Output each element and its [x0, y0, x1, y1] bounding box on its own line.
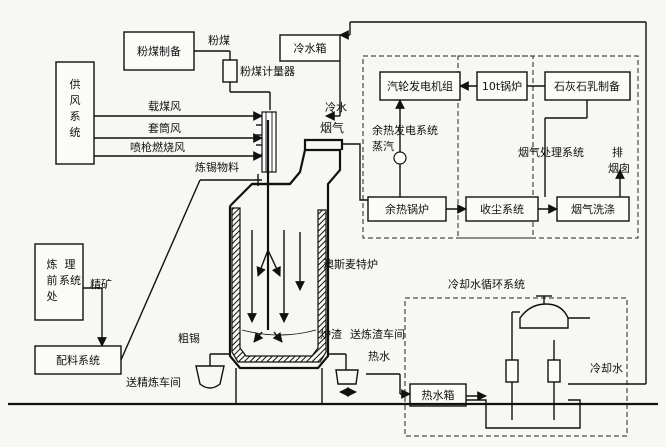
- svg-text:系统: 系统: [59, 274, 81, 287]
- cooling-water-circuit: [339, 21, 647, 429]
- svg-text:供: 供: [70, 77, 81, 91]
- box-turbine-generator: 汽轮发电机组: [379, 71, 461, 101]
- box-pretreatment: 炼 前 处 理 系统: [34, 243, 84, 321]
- coal-meter: [194, 50, 271, 110]
- box-lime-milk-prep: 石灰石乳制备: [544, 71, 631, 101]
- box-cold-water-tank: 冷水箱: [279, 34, 341, 62]
- svg-text:炉渣: 炉渣: [320, 327, 342, 341]
- ausmelt-furnace: [228, 138, 368, 404]
- pretreat-to-batching: [83, 287, 107, 347]
- svg-text:风: 风: [70, 94, 81, 107]
- svg-text:烟气: 烟气: [320, 120, 344, 135]
- svg-text:收尘系统: 收尘系统: [480, 202, 524, 216]
- svg-text:冷却水循环系统: 冷却水循环系统: [448, 278, 525, 291]
- svg-text:余热发电系统: 余热发电系统: [372, 123, 438, 137]
- box-hot-water-tank: 热水箱: [409, 383, 467, 407]
- svg-text:粉煤制备: 粉煤制备: [137, 44, 181, 58]
- svg-text:烟气洗涤: 烟气洗涤: [571, 202, 615, 216]
- dashed-boundaries: [362, 55, 639, 437]
- box-pulverized-coal-prep: 粉煤制备: [123, 31, 195, 71]
- labels: 粉煤 粉煤计量器 载煤风 套筒风 喷枪燃烧风 炼锡物料 冷水 烟气 余热发电系统…: [90, 34, 630, 389]
- svg-text:冷却水: 冷却水: [590, 362, 623, 375]
- svg-text:澳斯麦特炉: 澳斯麦特炉: [323, 257, 378, 271]
- svg-text:前: 前: [47, 273, 58, 287]
- box-flue-gas-washing: 烟气洗涤: [556, 196, 630, 222]
- svg-text:10t锅炉: 10t锅炉: [482, 80, 522, 93]
- svg-text:冷水: 冷水: [325, 101, 347, 114]
- svg-text:粗锡: 粗锡: [178, 331, 200, 345]
- box-air-supply-system: 供 风 系 统: [55, 61, 95, 165]
- box-dust-collection: 收尘系统: [465, 196, 539, 222]
- cold-water-line: [325, 61, 341, 121]
- svg-text:炼锡物料: 炼锡物料: [195, 160, 239, 174]
- svg-text:冷水箱: 冷水箱: [294, 41, 327, 55]
- furnace-flow-arrows: [247, 230, 305, 343]
- box-batching-system: 配料系统: [34, 345, 122, 375]
- svg-text:热水: 热水: [368, 350, 390, 363]
- box-waste-heat-boiler: 余热锅炉: [367, 196, 447, 222]
- svg-text:石灰石乳制备: 石灰石乳制备: [554, 79, 620, 93]
- air-lines: [94, 111, 263, 161]
- svg-text:套筒风: 套筒风: [148, 121, 181, 135]
- svg-text:统: 统: [70, 126, 81, 139]
- svg-text:粉煤计量器: 粉煤计量器: [240, 65, 295, 78]
- svg-text:炼: 炼: [47, 257, 58, 271]
- svg-text:余热锅炉: 余热锅炉: [385, 202, 429, 216]
- box-10t-boiler: 10t锅炉: [476, 71, 528, 101]
- svg-text:理: 理: [65, 258, 76, 271]
- svg-text:粉煤: 粉煤: [208, 34, 230, 47]
- lime-milk-to-washing: [544, 100, 588, 197]
- svg-text:精矿: 精矿: [90, 278, 112, 291]
- svg-text:烟囱: 烟囱: [608, 161, 630, 175]
- svg-text:处: 处: [47, 290, 58, 303]
- svg-text:载煤风: 载煤风: [148, 100, 181, 113]
- svg-text:送精炼车间: 送精炼车间: [126, 375, 181, 389]
- svg-text:热水箱: 热水箱: [422, 388, 455, 402]
- svg-text:喷枪燃烧风: 喷枪燃烧风: [130, 140, 185, 154]
- svg-text:排: 排: [612, 145, 623, 159]
- svg-text:配料系统: 配料系统: [56, 353, 100, 367]
- flue-gas-flow: [446, 169, 625, 214]
- steam-power-loop: [393, 81, 545, 197]
- crude-tin-tap: [195, 353, 230, 389]
- tin-material-feed: [120, 174, 262, 361]
- svg-text:汽轮发电机组: 汽轮发电机组: [387, 79, 453, 93]
- slag-tap: [328, 353, 359, 397]
- svg-text:蒸汽: 蒸汽: [372, 139, 394, 153]
- svg-text:烟气处理系统: 烟气处理系统: [518, 145, 584, 159]
- lance: [256, 111, 277, 330]
- svg-text:系: 系: [70, 110, 81, 123]
- svg-text:送炼渣车间: 送炼渣车间: [350, 327, 405, 341]
